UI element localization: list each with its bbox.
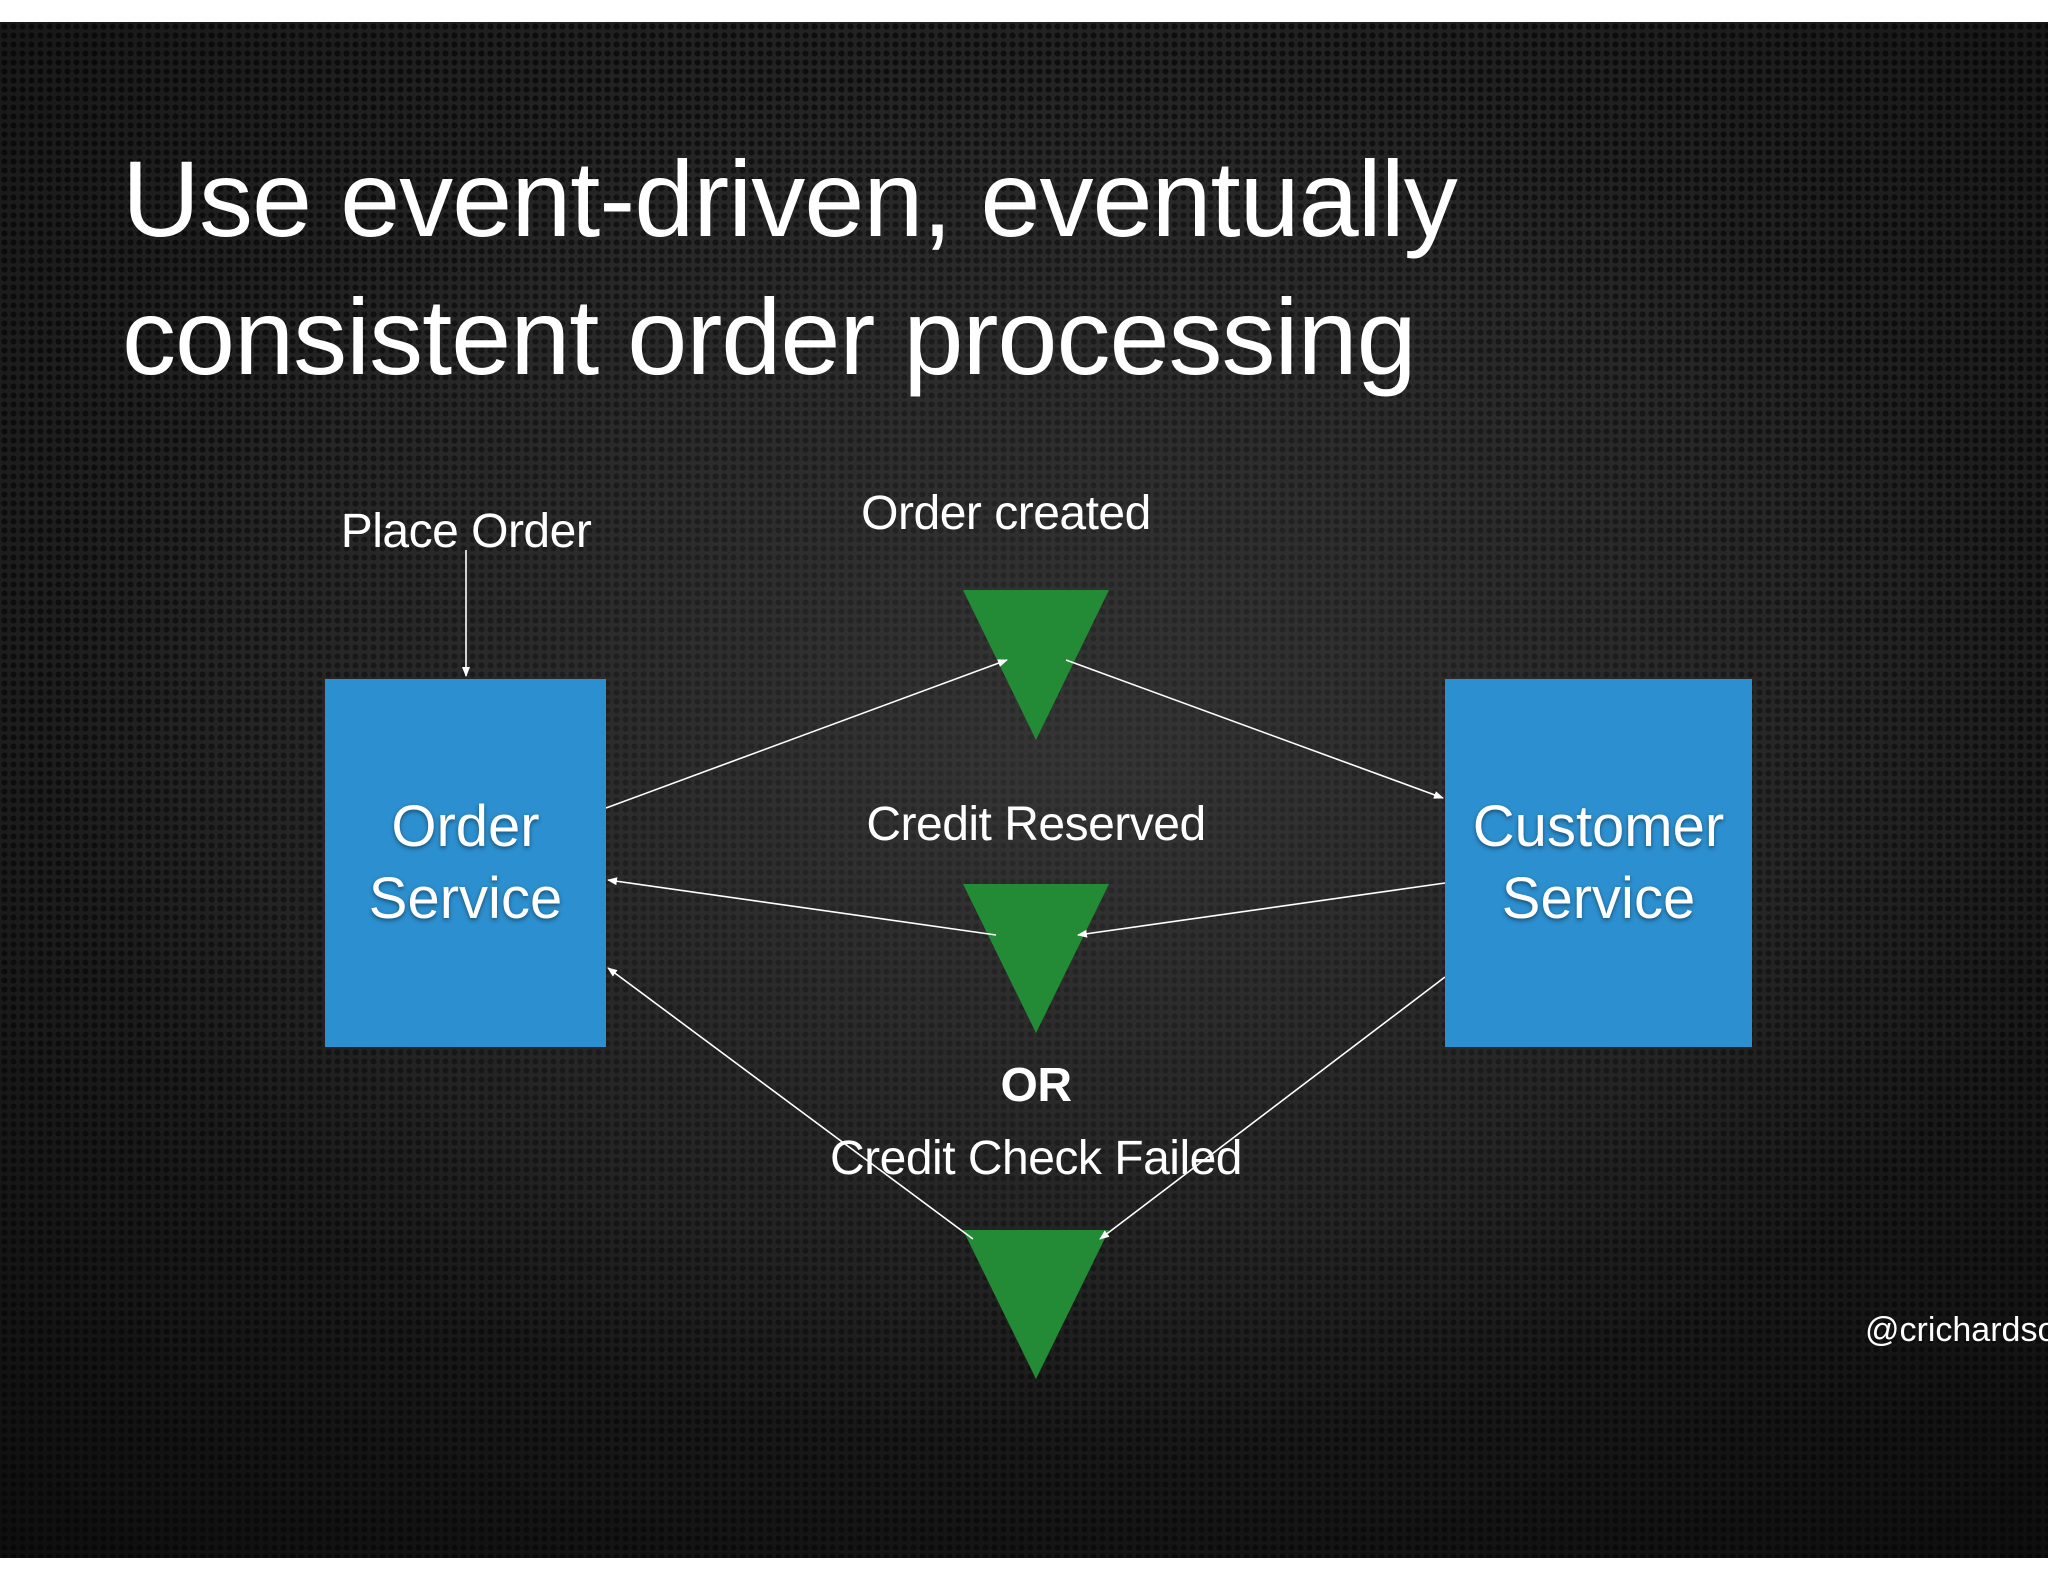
- order-service-label-line-1: Order: [391, 794, 540, 859]
- slide-title-line-1: Use event-driven, eventually: [122, 138, 1458, 259]
- customer-service-box: Customer Service: [1445, 679, 1752, 1047]
- order-service-to-order-created-arrow: [605, 659, 1008, 809]
- order-created-label: Order created: [861, 487, 1151, 540]
- event-flow-diagram: [462, 550, 1446, 1379]
- slide-title-line-2: consistent order processing: [122, 276, 1417, 397]
- order-service-label-line-2: Service: [368, 866, 563, 931]
- place-order-label: Place Order: [340, 505, 592, 558]
- credit-check-failed-label: Credit Check Failed: [830, 1132, 1243, 1185]
- slide: Use event-driven, eventually consistent …: [0, 22, 2048, 1558]
- credit-reserved-label: Credit Reserved: [866, 798, 1206, 851]
- author-handle: @crichardson: [1865, 1311, 2048, 1349]
- customer-service-label-line-2: Service: [1501, 866, 1696, 931]
- or-label: OR: [1000, 1059, 1073, 1112]
- credit-check-failed-event-triangle: [963, 1230, 1109, 1379]
- order-service-box: Order Service: [325, 679, 606, 1047]
- customer-service-label-line-1: Customer: [1472, 794, 1725, 859]
- customer-service-to-credit-check-failed-arrow: [1099, 976, 1446, 1240]
- slide-title: Use event-driven, eventually consistent …: [122, 130, 1822, 406]
- order-created-to-customer-service-arrow: [1065, 659, 1444, 799]
- credit-check-failed-to-order-service-arrow: [607, 967, 974, 1240]
- order-created-event-triangle: [963, 590, 1109, 740]
- credit-reserved-event-triangle: [963, 884, 1109, 1033]
- credit-reserved-to-order-service-arrow: [607, 877, 997, 936]
- customer-service-to-credit-reserved-arrow: [1077, 882, 1446, 938]
